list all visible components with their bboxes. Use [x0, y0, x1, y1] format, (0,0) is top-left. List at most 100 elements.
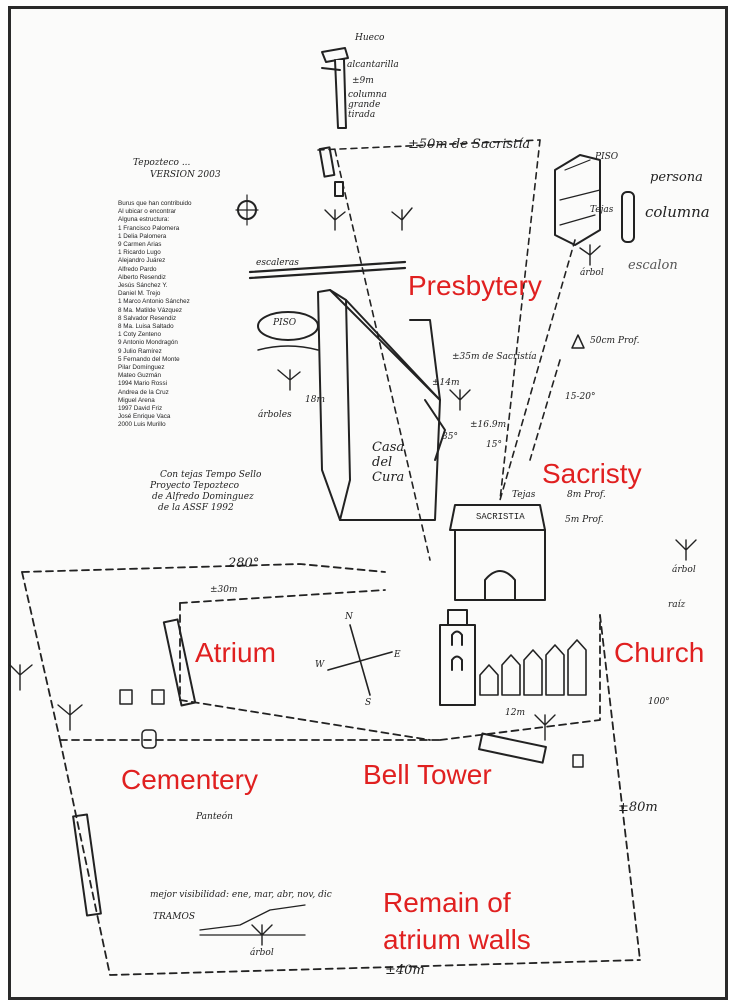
contributor-name: 1 Delia Palomera [118, 232, 167, 240]
note-forty-m: ±40m [385, 963, 425, 978]
contributor-name: 1 Ricardo Lugo [118, 249, 161, 257]
note-fifty-m: ±50m de Sacristía [408, 137, 531, 152]
casa-del-cura-shape [317, 289, 446, 521]
note-eighteen-m: 18m [305, 395, 325, 405]
contributor-name: José Enrique Vaca [118, 413, 171, 421]
note-raiz: raíz [668, 600, 686, 610]
contributor-name: 8 Salvador Resendiz [118, 314, 177, 322]
contributor-name: 1 Francisco Palomera [118, 224, 180, 232]
label-presbytery: Presbytery [408, 270, 542, 301]
church-chapels [479, 639, 587, 696]
note-piso-left: PISO [273, 318, 297, 328]
note-casa-del-cura: Casa del Cura [372, 440, 405, 485]
contributors-intro-line: Burus que han contribuido [118, 200, 192, 207]
credit-line3: de Alfredo Dominguez [152, 492, 254, 502]
atrium-wall-segment [162, 618, 197, 707]
contributors-intro-line: Alguna estructura: [118, 216, 170, 224]
header-title: Tepozteco ... [133, 158, 191, 168]
fallen-column [321, 47, 349, 129]
sacristy-building [449, 504, 546, 601]
note-m12: 12m [505, 708, 525, 718]
contributor-name: 1 Coty Zenteno [118, 331, 162, 339]
small-marker [334, 181, 344, 197]
label-church: Church [614, 637, 705, 668]
contributor-name: 1997 David Friz [118, 405, 163, 413]
note-fifty-cm: 50cm Prof. [590, 336, 640, 346]
note-piso-top: PISO [595, 152, 619, 162]
prof-marker [571, 334, 585, 349]
note-tejas-small: Tejas [512, 490, 536, 500]
note-columna-grande: columna grande tirada [348, 90, 387, 120]
compass-n: N [345, 612, 353, 622]
note-sacristia: SACRISTIA [476, 512, 525, 522]
contributor-name: 8 Ma. Matilde Vázquez [118, 306, 183, 314]
note-five-prof: 5m Prof. [565, 515, 604, 525]
contributor-name: Jesús Sánchez Y. [118, 282, 168, 290]
note-angle-280: 280° [228, 556, 260, 571]
contributor-name: Andrea de la Cruz [118, 388, 169, 396]
contributor-name: 1 Marco Antonio Sánchez [118, 298, 190, 306]
contributor-name: 9 Julio Ramírez [118, 347, 162, 355]
contributor-name: 8 Ma. Luisa Saltado [118, 323, 174, 331]
bell-tower [439, 609, 476, 706]
label-remain-line2: atrium walls [383, 924, 531, 955]
credit-line2: Proyecto Tepozteco [150, 481, 240, 491]
note-sixteen-m: ±16.9m [470, 420, 507, 430]
note-persona: persona [650, 170, 703, 185]
contributor-name: Daniel M. Trejo [118, 290, 161, 298]
compass-s: S [365, 698, 372, 708]
contributor-name: Miguel Arena [118, 396, 155, 404]
note-thirtyfive-m: ±35m de Sacristía [452, 352, 537, 362]
note-thirty-m: ±30m [210, 585, 238, 595]
note-eight-prof: 8m Prof. [567, 490, 606, 500]
contributor-name: Mateo Guzmán [118, 372, 162, 380]
contributors-intro-line: Al ubicar o encontrar [118, 208, 177, 216]
note-fifteen-deg: 15° [486, 440, 502, 450]
note-alcantarilla: alcantarilla [347, 60, 399, 70]
label-atrium: Atrium [195, 637, 276, 668]
contributor-name: Pilar Domínguez [118, 364, 165, 372]
note-visibilidad: mejor visibilidad: ene, mar, abr, nov, d… [150, 890, 332, 900]
label-bell-tower: Bell Tower [363, 759, 492, 790]
contributor-name: 1994 Mario Rossi [118, 380, 167, 388]
note-arbol-right: árbol [672, 565, 696, 575]
contributor-name: 9 Antonio Mondragón [118, 339, 178, 347]
note-arbol-bottom: árbol [250, 948, 274, 958]
small-marker [318, 146, 336, 178]
label-sacristy: Sacristy [542, 458, 642, 489]
atrium-perimeter [21, 563, 641, 976]
note-arbol-top: árbol [580, 268, 604, 278]
tree-drawings [9, 207, 697, 946]
map-frame [8, 6, 728, 1000]
compass-arrows [327, 624, 393, 696]
contributor-name: Alfredo Pardo [118, 265, 157, 273]
contributor-name: 9 Carmen Arias [118, 241, 162, 249]
tombs [119, 689, 584, 768]
escaleras-line [248, 260, 407, 280]
note-panteon: Panteón [196, 812, 233, 822]
note-arboles: árboles [258, 410, 292, 420]
compass-w: W [315, 660, 325, 670]
contributor-name: 5 Fernando del Monte [118, 355, 180, 363]
contributor-name: Alberto Resendiz [118, 273, 166, 281]
note-columna: columna [645, 203, 710, 221]
note-eighty-m: ±80m [618, 800, 658, 815]
note-tejas: Tejas [590, 205, 614, 215]
note-tramos: TRAMOS [153, 912, 196, 922]
credit-line4: de la ASSF 1992 [158, 503, 234, 513]
credit-line1: Con tejas Tempo Sello [160, 470, 262, 480]
note-fifteen-twenty: 15-20° [565, 392, 596, 402]
top-right-ruins [554, 154, 635, 246]
label-remain-line1: Remain of [383, 887, 511, 918]
bell-slab [478, 732, 547, 764]
compass-e: E [394, 650, 401, 660]
contributor-name: 2000 Luis Murillo [118, 421, 166, 429]
note-nine-m: ±9m [352, 76, 374, 86]
contributor-name: Alejandro Juárez [118, 257, 166, 265]
header-version: VERSION 2003 [150, 170, 221, 180]
tramos-profile [199, 904, 306, 936]
note-escalon: escalon [628, 258, 678, 273]
note-hueco: Hueco [355, 33, 385, 43]
